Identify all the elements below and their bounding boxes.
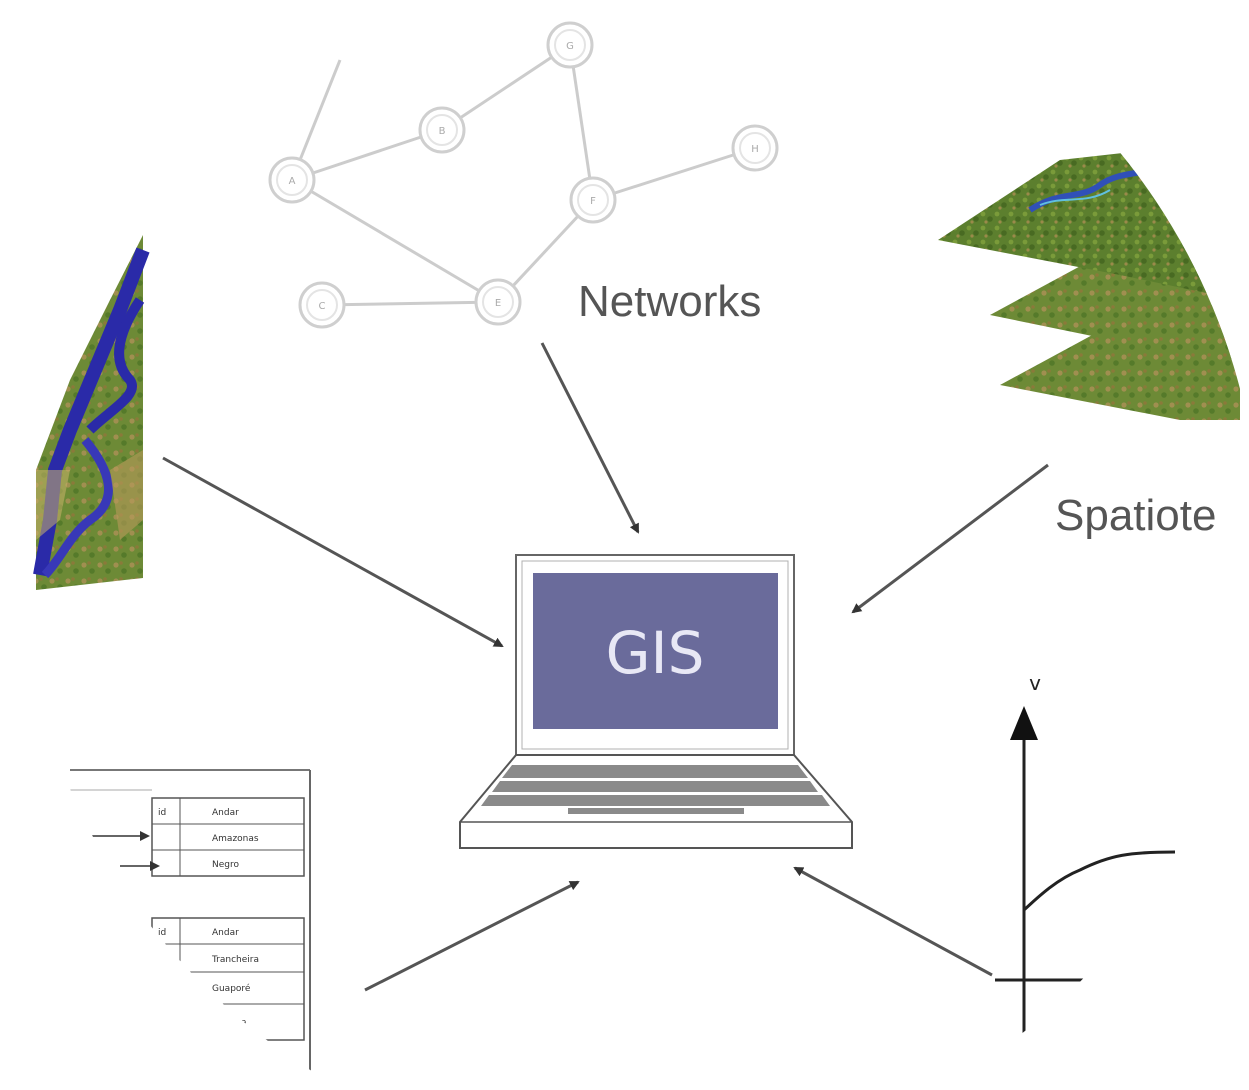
gis-screen — [533, 573, 778, 729]
arrow-imagery — [162, 456, 504, 648]
arrow-networks — [540, 342, 640, 534]
network-node: A — [268, 156, 316, 204]
node-b-label: B — [439, 126, 446, 137]
node-f-label: F — [590, 196, 596, 207]
arrow-tables — [364, 880, 580, 992]
table-cell: Trancheira — [211, 955, 259, 965]
node-g-label: G — [566, 41, 574, 52]
gis-label: GIS — [606, 619, 705, 687]
table-cell: Andar — [212, 808, 239, 818]
networks-label: Networks — [578, 277, 761, 326]
network-node: E — [474, 278, 522, 326]
node-c-label: C — [319, 301, 326, 312]
table-cell: Amazonas — [212, 834, 259, 844]
arrow-spatiotemporal — [851, 463, 1049, 614]
node-a-label: A — [289, 176, 296, 187]
spatiotemporal-label: Spatiote — [1055, 491, 1216, 540]
table-cell: id — [158, 928, 166, 938]
satellite-image — [33, 235, 150, 590]
arrows — [162, 342, 1049, 992]
node-e-label: E — [495, 298, 501, 309]
laptop: GIS — [459, 554, 853, 849]
table-cell: id — [158, 808, 166, 818]
table-cell: Negro — [212, 860, 239, 870]
graph-axis-label: v — [1029, 671, 1041, 695]
table-cell: Guaporé — [212, 983, 251, 994]
network-graph: A B G H F — [268, 21, 779, 329]
network-node: G — [546, 21, 594, 69]
network-node: H — [731, 124, 779, 172]
arrow-graph — [793, 866, 993, 977]
node-h-label: H — [751, 144, 759, 155]
network-node: C — [298, 281, 346, 329]
table-cell: Juruena — [211, 1018, 247, 1028]
table-cell: Andar — [212, 928, 239, 938]
table-bottom: id Andar Trancheira Guaporé Juruena — [151, 917, 305, 1041]
laptop-keyboard — [459, 754, 853, 849]
table-top: id Andar Amazonas Negro — [151, 797, 305, 877]
network-node: F — [569, 176, 617, 224]
network-node: B — [418, 106, 466, 154]
